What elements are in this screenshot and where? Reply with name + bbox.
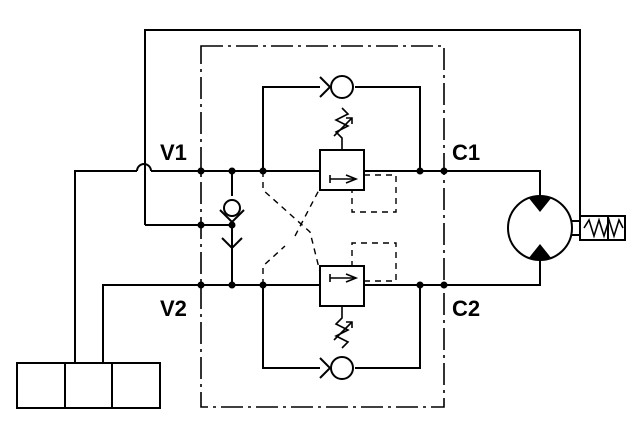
directional-control-valve — [16, 362, 161, 409]
counterbalance-valve-lower — [319, 242, 397, 349]
upper-check-loop — [262, 75, 421, 171]
port-label-v1: V1 — [160, 140, 187, 165]
port-label-c1: C1 — [452, 140, 480, 165]
port-label-c2: C2 — [452, 296, 480, 321]
brake-pilot-line — [144, 29, 581, 226]
cross-pilot-lines — [262, 171, 321, 285]
spring-brake-cylinder — [572, 215, 626, 241]
junction-dots — [197, 167, 448, 289]
counterbalance-valve-upper — [319, 107, 397, 213]
valve-block-boundary — [200, 45, 445, 408]
port-label-v2: V2 — [160, 296, 187, 321]
hydraulic-motor — [507, 195, 573, 261]
lower-check-loop — [262, 285, 421, 380]
